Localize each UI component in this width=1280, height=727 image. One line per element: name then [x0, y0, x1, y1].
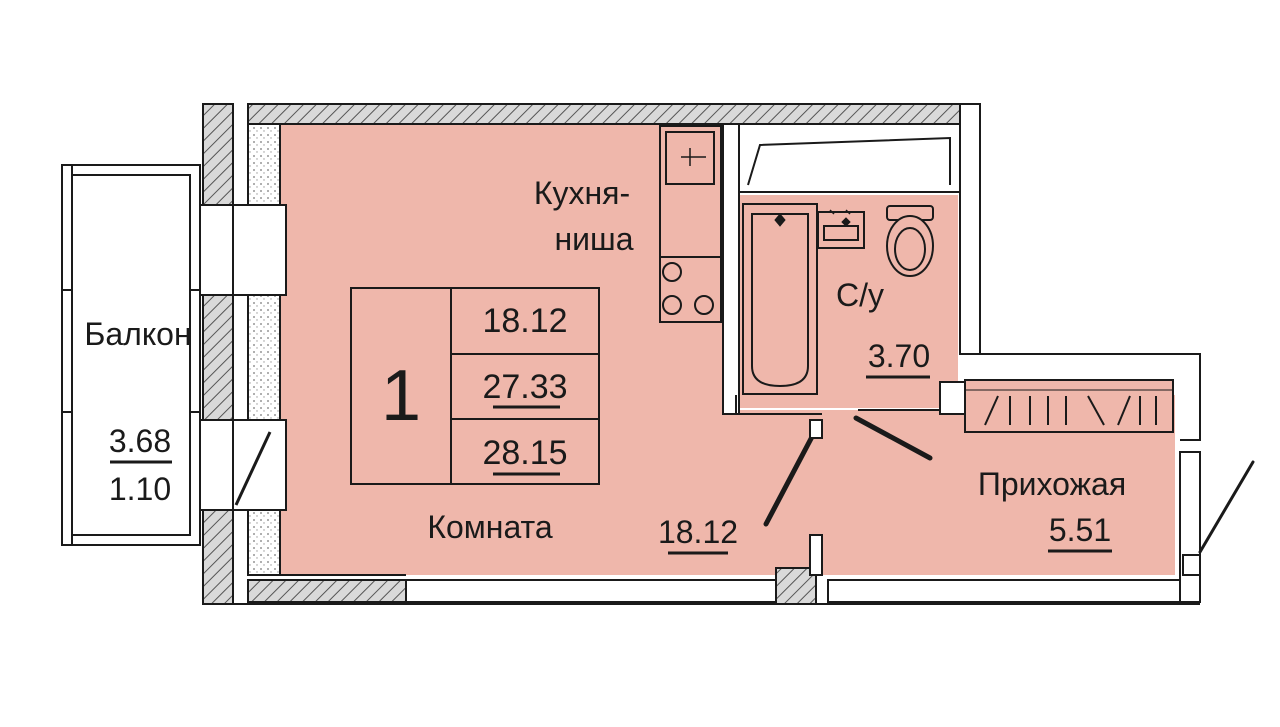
doors: [763, 415, 1255, 576]
bathroom: [722, 123, 961, 415]
bathroom-name: С/у: [836, 277, 884, 313]
windows: [199, 204, 287, 511]
area-total: 28.15: [482, 434, 567, 472]
balcony: [61, 164, 201, 546]
room-area: 18.12: [658, 514, 738, 550]
wall-right-lower: [1179, 451, 1201, 603]
room-name: Комната: [427, 509, 553, 545]
stove-burner-1: [662, 262, 682, 282]
balcony-area-num: 3.68: [109, 423, 171, 459]
bathroom-walls: [722, 123, 740, 415]
door-entrance: [1198, 460, 1255, 554]
door-bathroom: [853, 415, 933, 461]
area-kitchen: 27.33: [482, 368, 567, 406]
window-bottom: [199, 419, 287, 511]
hallway-name: Прихожая: [978, 466, 1126, 502]
area-total-cell: [450, 418, 600, 485]
apartment-info-table: [350, 287, 600, 485]
window-top: [199, 204, 287, 296]
wall-bottom-mid: [405, 579, 777, 603]
kitchen-niche: [659, 125, 722, 323]
area-living: 18.12: [482, 302, 567, 340]
kitchen-name-line2: ниша: [554, 221, 633, 257]
wall-right-step: [980, 353, 1201, 441]
hallway-floor: [820, 395, 1175, 575]
wardrobe: [939, 379, 1174, 433]
door-room: [763, 430, 817, 527]
wall-right-upper: [959, 103, 981, 355]
rooms-count: 1: [381, 356, 421, 436]
wall-bottom-right: [827, 579, 1201, 603]
stove-burner-3: [694, 295, 714, 315]
hallway-area: 5.51: [1049, 512, 1111, 548]
stove-burner-2: [662, 295, 682, 315]
wall-bottom-left: [247, 579, 407, 603]
wall-left-outer: [202, 103, 234, 605]
balcony-name: Балкон: [84, 316, 191, 352]
balcony-area-den: 1.10: [109, 471, 171, 507]
ventilation-duct: [738, 123, 961, 193]
kitchen-name-line1: Кухня-: [534, 175, 630, 211]
bathroom-area: 3.70: [868, 338, 930, 374]
wardrobe-body: [964, 379, 1174, 433]
wall-top: [247, 103, 976, 125]
